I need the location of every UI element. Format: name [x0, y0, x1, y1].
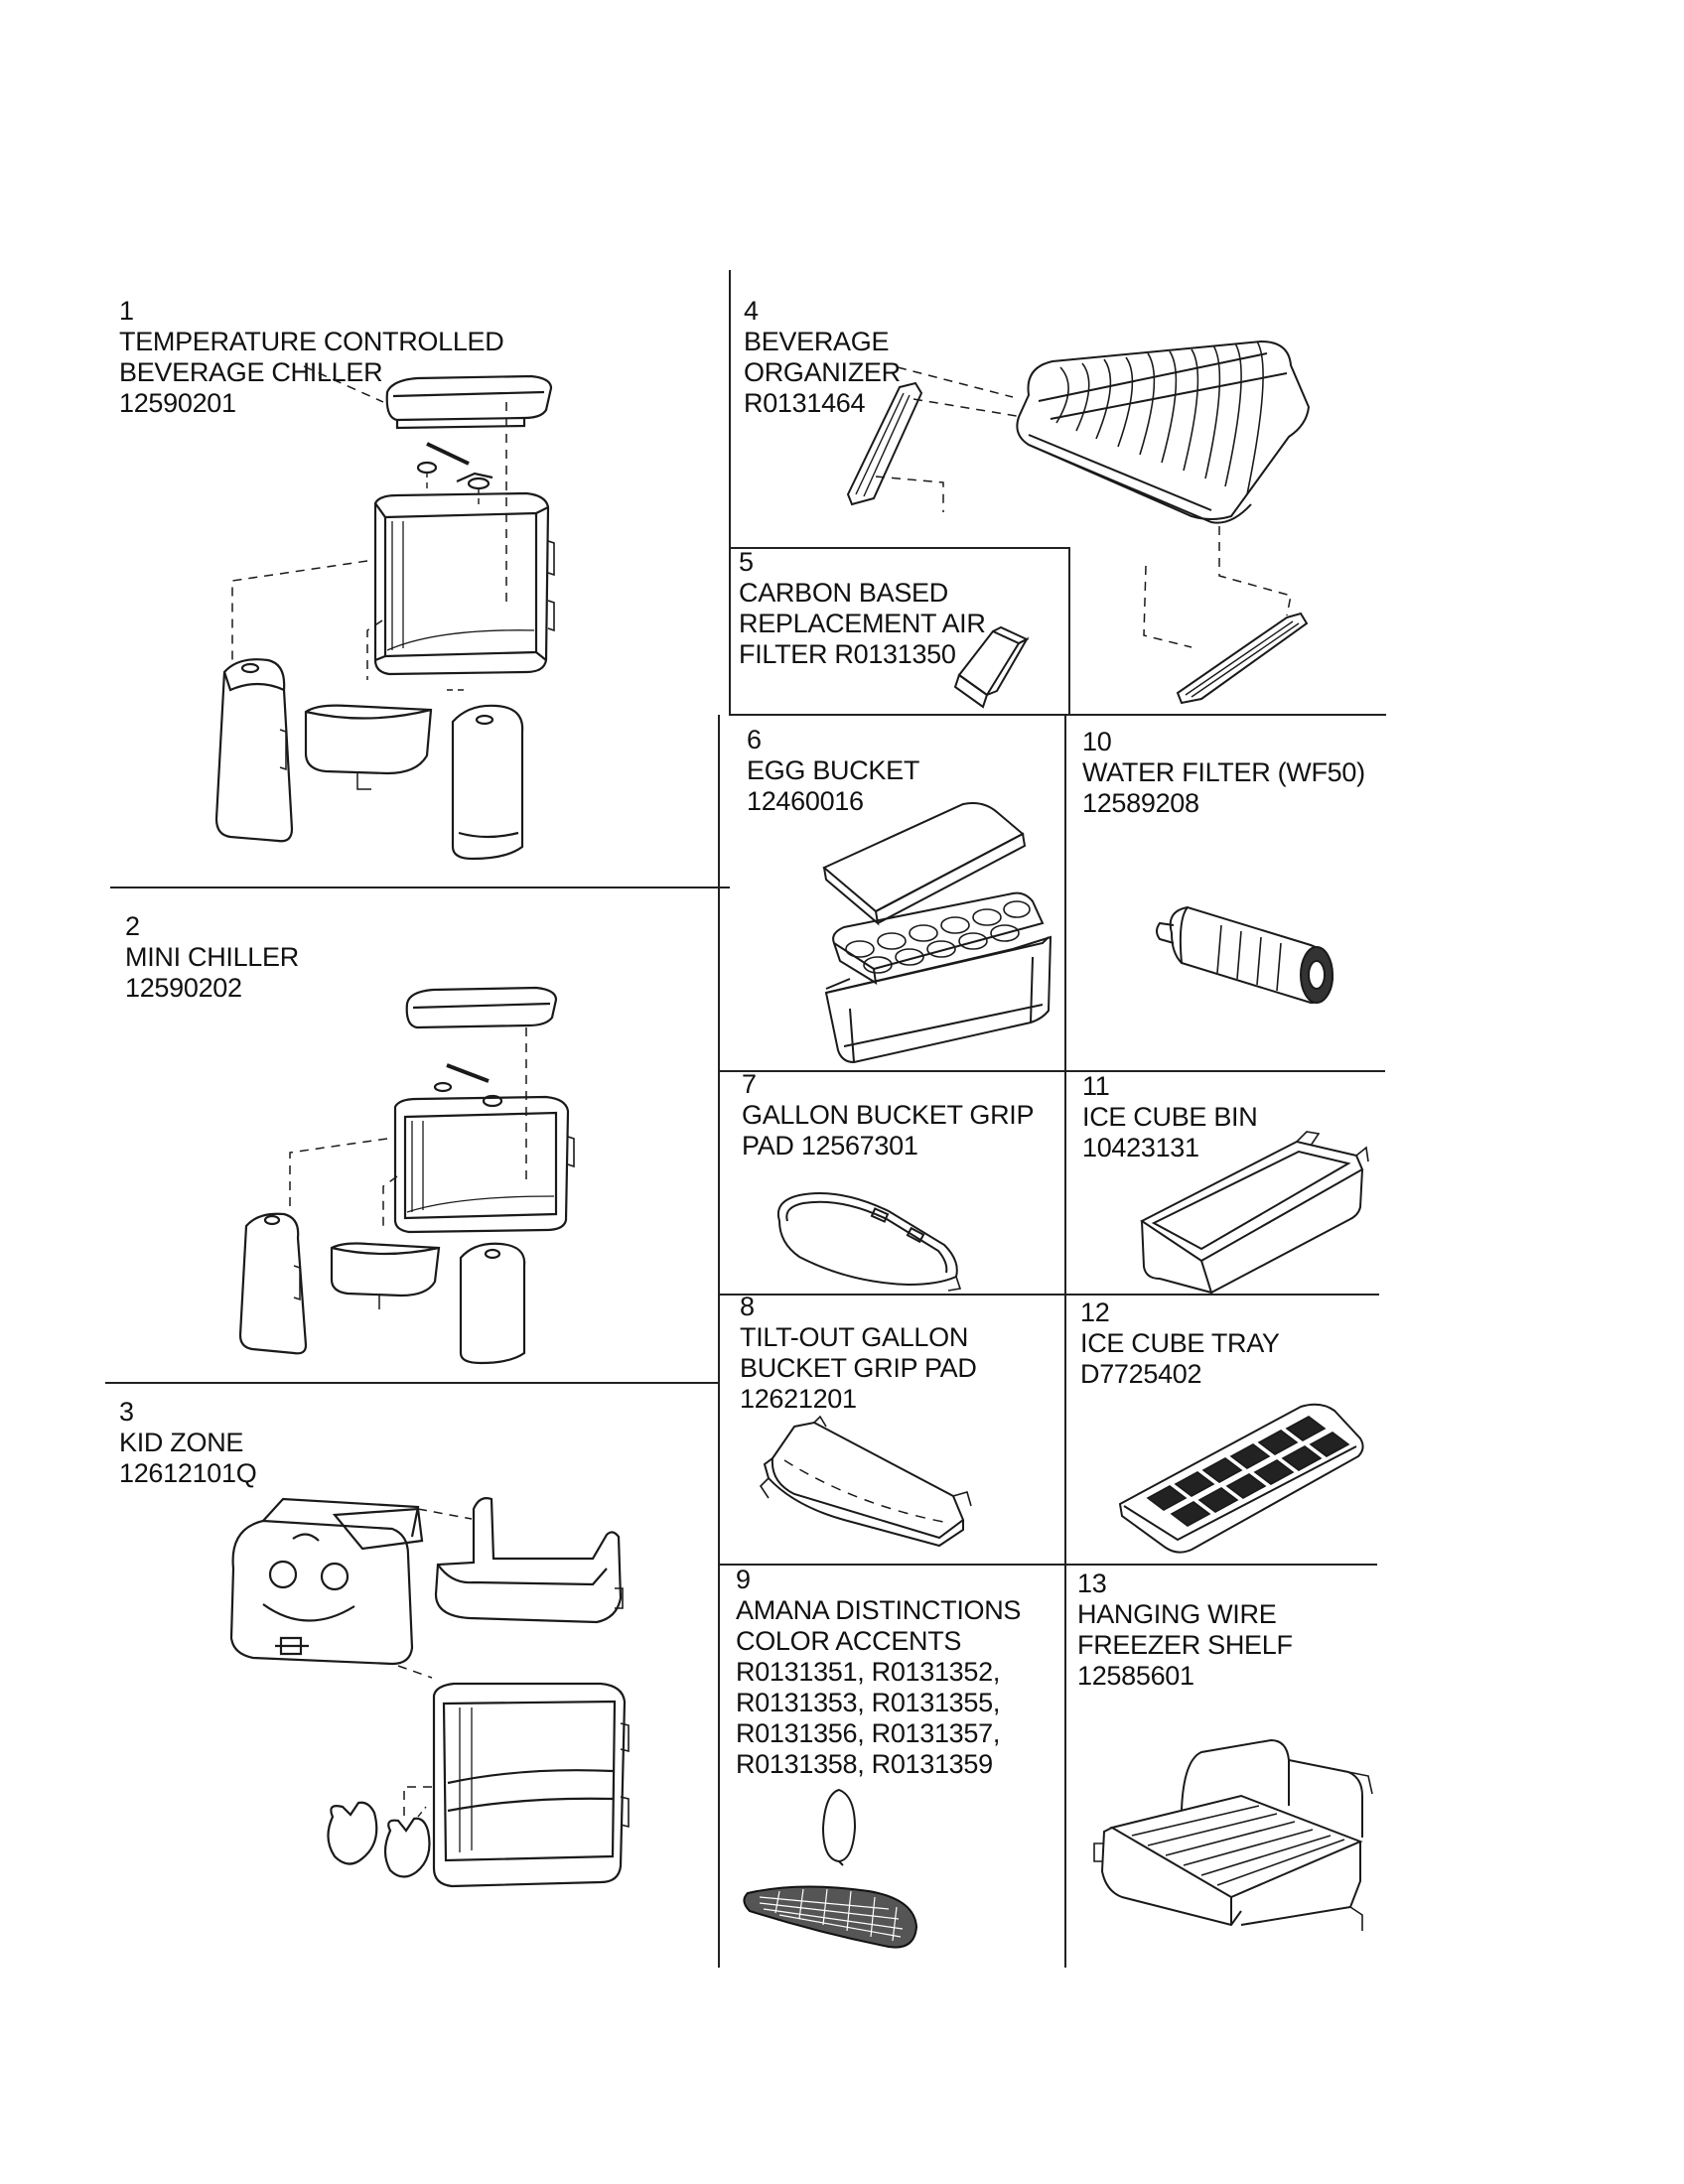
rule-right-h5 [729, 547, 1070, 549]
part-code: 12590202 [125, 973, 242, 1003]
part-name-line: R0131351, R0131352, [736, 1657, 1001, 1687]
part-code: 12460016 [747, 786, 864, 816]
rule-right-h9 [718, 1564, 1377, 1566]
part-name-line: KID ZONE [119, 1428, 244, 1457]
part-label-8: 8 TILT-OUT GALLON BUCKET GRIP PAD 126212… [740, 1292, 977, 1415]
part-name-line: TEMPERATURE CONTROLLED [119, 327, 504, 356]
part-label-13: 13 HANGING WIRE FREEZER SHELF 12585601 [1077, 1569, 1293, 1692]
color-accents-icon [740, 1782, 938, 1951]
part-code: 12585601 [1077, 1661, 1194, 1691]
egg-bucket-icon [814, 794, 1062, 1072]
beverage-organizer-icon [794, 328, 1340, 710]
part-label-1: 1 TEMPERATURE CONTROLLED BEVERAGE CHILLE… [119, 296, 504, 419]
part-number-index: 1 [119, 296, 134, 326]
ice-cube-bin-icon [1132, 1112, 1370, 1296]
part-number-index: 11 [1082, 1071, 1110, 1101]
part-number-index: 2 [125, 911, 140, 941]
part-number-index: 3 [119, 1397, 134, 1427]
part-name-line: EGG BUCKET [747, 755, 920, 785]
part-code: R0131464 [744, 388, 866, 418]
part-number-index: 10 [1082, 727, 1112, 756]
part-name-line: BEVERAGE [744, 327, 890, 356]
part-number-index: 12 [1080, 1297, 1110, 1327]
part-name-line: MINI CHILLER [125, 942, 299, 972]
part-code: 12612101Q [119, 1458, 257, 1488]
part-name-line: COLOR ACCENTS [736, 1626, 962, 1656]
part-label-4: 4 BEVERAGE ORGANIZER R0131464 [744, 296, 901, 419]
part-label-10: 10 WATER FILTER (WF50) 12589208 [1082, 727, 1365, 819]
part-label-9: 9 AMANA DISTINCTIONS COLOR ACCENTS R0131… [736, 1565, 1021, 1780]
part-number-index: 8 [740, 1292, 755, 1321]
ice-cube-tray-icon [1112, 1395, 1370, 1554]
tilt-out-grip-pad-icon [755, 1415, 983, 1554]
part-code: 12621201 [740, 1384, 857, 1414]
rule-right-vertical-lower [1064, 715, 1066, 1968]
part-number-index: 6 [747, 725, 762, 754]
part-number-index: 4 [744, 296, 759, 326]
part-name-line: REPLACEMENT AIR [739, 609, 986, 638]
part-name-line: R0131353, R0131355, [736, 1688, 1001, 1717]
rule-right-h6 [729, 714, 1386, 716]
part-label-5: 5 CARBON BASED REPLACEMENT AIR FILTER R0… [739, 547, 986, 670]
part-label-7: 7 GALLON BUCKET GRIP PAD 12567301 [742, 1069, 1034, 1161]
mini-chiller-icon [228, 978, 576, 1370]
part-name-line: ORGANIZER [744, 357, 901, 387]
air-filter-icon [953, 625, 1033, 715]
grip-pad-icon [770, 1181, 968, 1296]
part-name-line: WATER FILTER (WF50) [1082, 757, 1365, 787]
part-label-12: 12 ICE CUBE TRAY D7725402 [1080, 1297, 1280, 1390]
part-name-line: CARBON BASED [739, 578, 948, 608]
part-name-line: R0131358, R0131359 [736, 1749, 993, 1779]
part-label-3: 3 KID ZONE 12612101Q [119, 1397, 257, 1489]
part-name-line: ICE CUBE BIN [1082, 1102, 1258, 1132]
beverage-chiller-icon [209, 362, 576, 869]
rule-left-h2 [105, 1382, 719, 1384]
part-label-2: 2 MINI CHILLER 12590202 [125, 911, 299, 1004]
part-name-line: FILTER R0131350 [739, 639, 956, 669]
part-label-6: 6 EGG BUCKET 12460016 [747, 725, 919, 817]
part-name-line: HANGING WIRE [1077, 1599, 1277, 1629]
part-code: 12590201 [119, 388, 236, 418]
part-number-index: 7 [742, 1069, 757, 1099]
part-name-line: AMANA DISTINCTIONS [736, 1595, 1022, 1625]
rule-right-h7 [718, 1070, 1385, 1072]
part-number-index: 9 [736, 1565, 751, 1594]
part-number-index: 13 [1077, 1569, 1107, 1598]
part-name-line: BUCKET GRIP PAD [740, 1353, 977, 1383]
wire-shelf-icon [1092, 1732, 1380, 1936]
part-name-line: TILT-OUT GALLON [740, 1322, 969, 1352]
water-filter-icon [1152, 903, 1350, 1023]
rule-left-h1 [110, 887, 730, 888]
part-code: 10423131 [1082, 1133, 1199, 1162]
part-code: 12589208 [1082, 788, 1199, 818]
part-code: D7725402 [1080, 1359, 1202, 1389]
rule-right-h8 [718, 1294, 1379, 1296]
part-number-index: 5 [739, 547, 754, 577]
part-name-line: GALLON BUCKET GRIP [742, 1100, 1035, 1130]
kid-zone-icon [223, 1489, 640, 1936]
rule-center-vertical-upper [729, 270, 731, 715]
part-name-line: FREEZER SHELF [1077, 1630, 1293, 1660]
part-name-line: R0131356, R0131357, [736, 1718, 1001, 1748]
part-name-line: ICE CUBE TRAY [1080, 1328, 1280, 1358]
part-label-11: 11 ICE CUBE BIN 10423131 [1082, 1071, 1258, 1163]
rule-center-vertical-lower [718, 715, 720, 1968]
rule-right-vertical-upper [1068, 548, 1070, 715]
part-name-line: PAD 12567301 [742, 1131, 918, 1160]
